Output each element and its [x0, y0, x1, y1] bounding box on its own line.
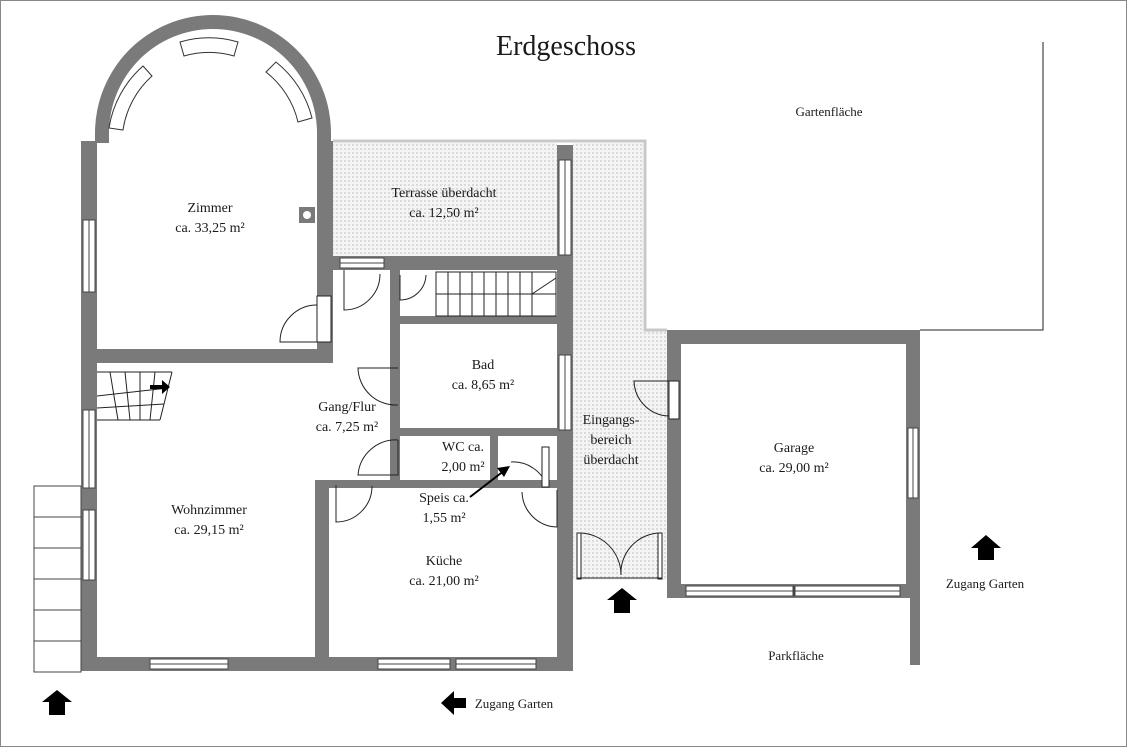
- room-eingang-line3: überdacht: [583, 453, 638, 468]
- room-gang-name: Gang/Flur: [318, 400, 376, 415]
- room-speis-name: Speis ca.: [419, 491, 469, 506]
- room-kueche-area: ca. 21,00 m²: [409, 574, 479, 589]
- label-zugang-garten-bottom: Zugang Garten: [475, 696, 554, 711]
- plan-title: Erdgeschoss: [496, 31, 636, 62]
- doors: [279, 270, 680, 580]
- access-arrow-garden-up: [971, 535, 1001, 560]
- terrace-edge: [333, 139, 667, 332]
- room-eingang-line1: Eingangs-: [583, 413, 640, 428]
- room-wc-name: WC ca.: [442, 440, 484, 455]
- room-garage-area: ca. 29,00 m²: [759, 461, 829, 476]
- outdoor-steps: [33, 485, 82, 673]
- windows: [82, 159, 919, 670]
- room-zimmer-area: ca. 33,25 m²: [175, 221, 245, 236]
- room-zimmer-name: Zimmer: [187, 201, 232, 216]
- room-kueche-name: Küche: [426, 554, 463, 569]
- access-arrow-bottom-left: [441, 691, 466, 715]
- speis-pointer-line: [469, 469, 506, 498]
- bay-windows: [108, 37, 313, 131]
- room-terrasse-name: Terrasse überdacht: [391, 186, 496, 201]
- label-zugang-garten-right: Zugang Garten: [946, 576, 1025, 591]
- room-wohnzimmer-area: ca. 29,15 m²: [174, 523, 244, 538]
- access-arrow-entry-up: [607, 588, 637, 613]
- room-gang-area: ca. 7,25 m²: [316, 420, 379, 435]
- label-gartenflaeche: Gartenfläche: [795, 104, 862, 119]
- garden-boundary-line: [920, 42, 1044, 331]
- room-garage-name: Garage: [774, 441, 814, 456]
- access-arrow-left-up: [42, 690, 72, 715]
- room-wohnzimmer-name: Wohnzimmer: [171, 503, 247, 518]
- room-wc-area: 2,00 m²: [441, 460, 484, 475]
- room-speis-area: 1,55 m²: [422, 511, 465, 526]
- terrace-floor: [333, 143, 667, 580]
- walls: [81, 15, 920, 671]
- staircase-upper: [435, 271, 557, 317]
- label-parkflaeche: Parkfläche: [768, 648, 824, 663]
- room-eingang-line2: bereich: [590, 433, 631, 448]
- chimney-opening: [303, 211, 311, 219]
- staircase-lower: [96, 371, 173, 421]
- room-bad-area: ca. 8,65 m²: [452, 378, 515, 393]
- room-terrasse-area: ca. 12,50 m²: [409, 206, 479, 221]
- room-bad-name: Bad: [472, 358, 495, 373]
- speis-pointer-head: [497, 466, 510, 477]
